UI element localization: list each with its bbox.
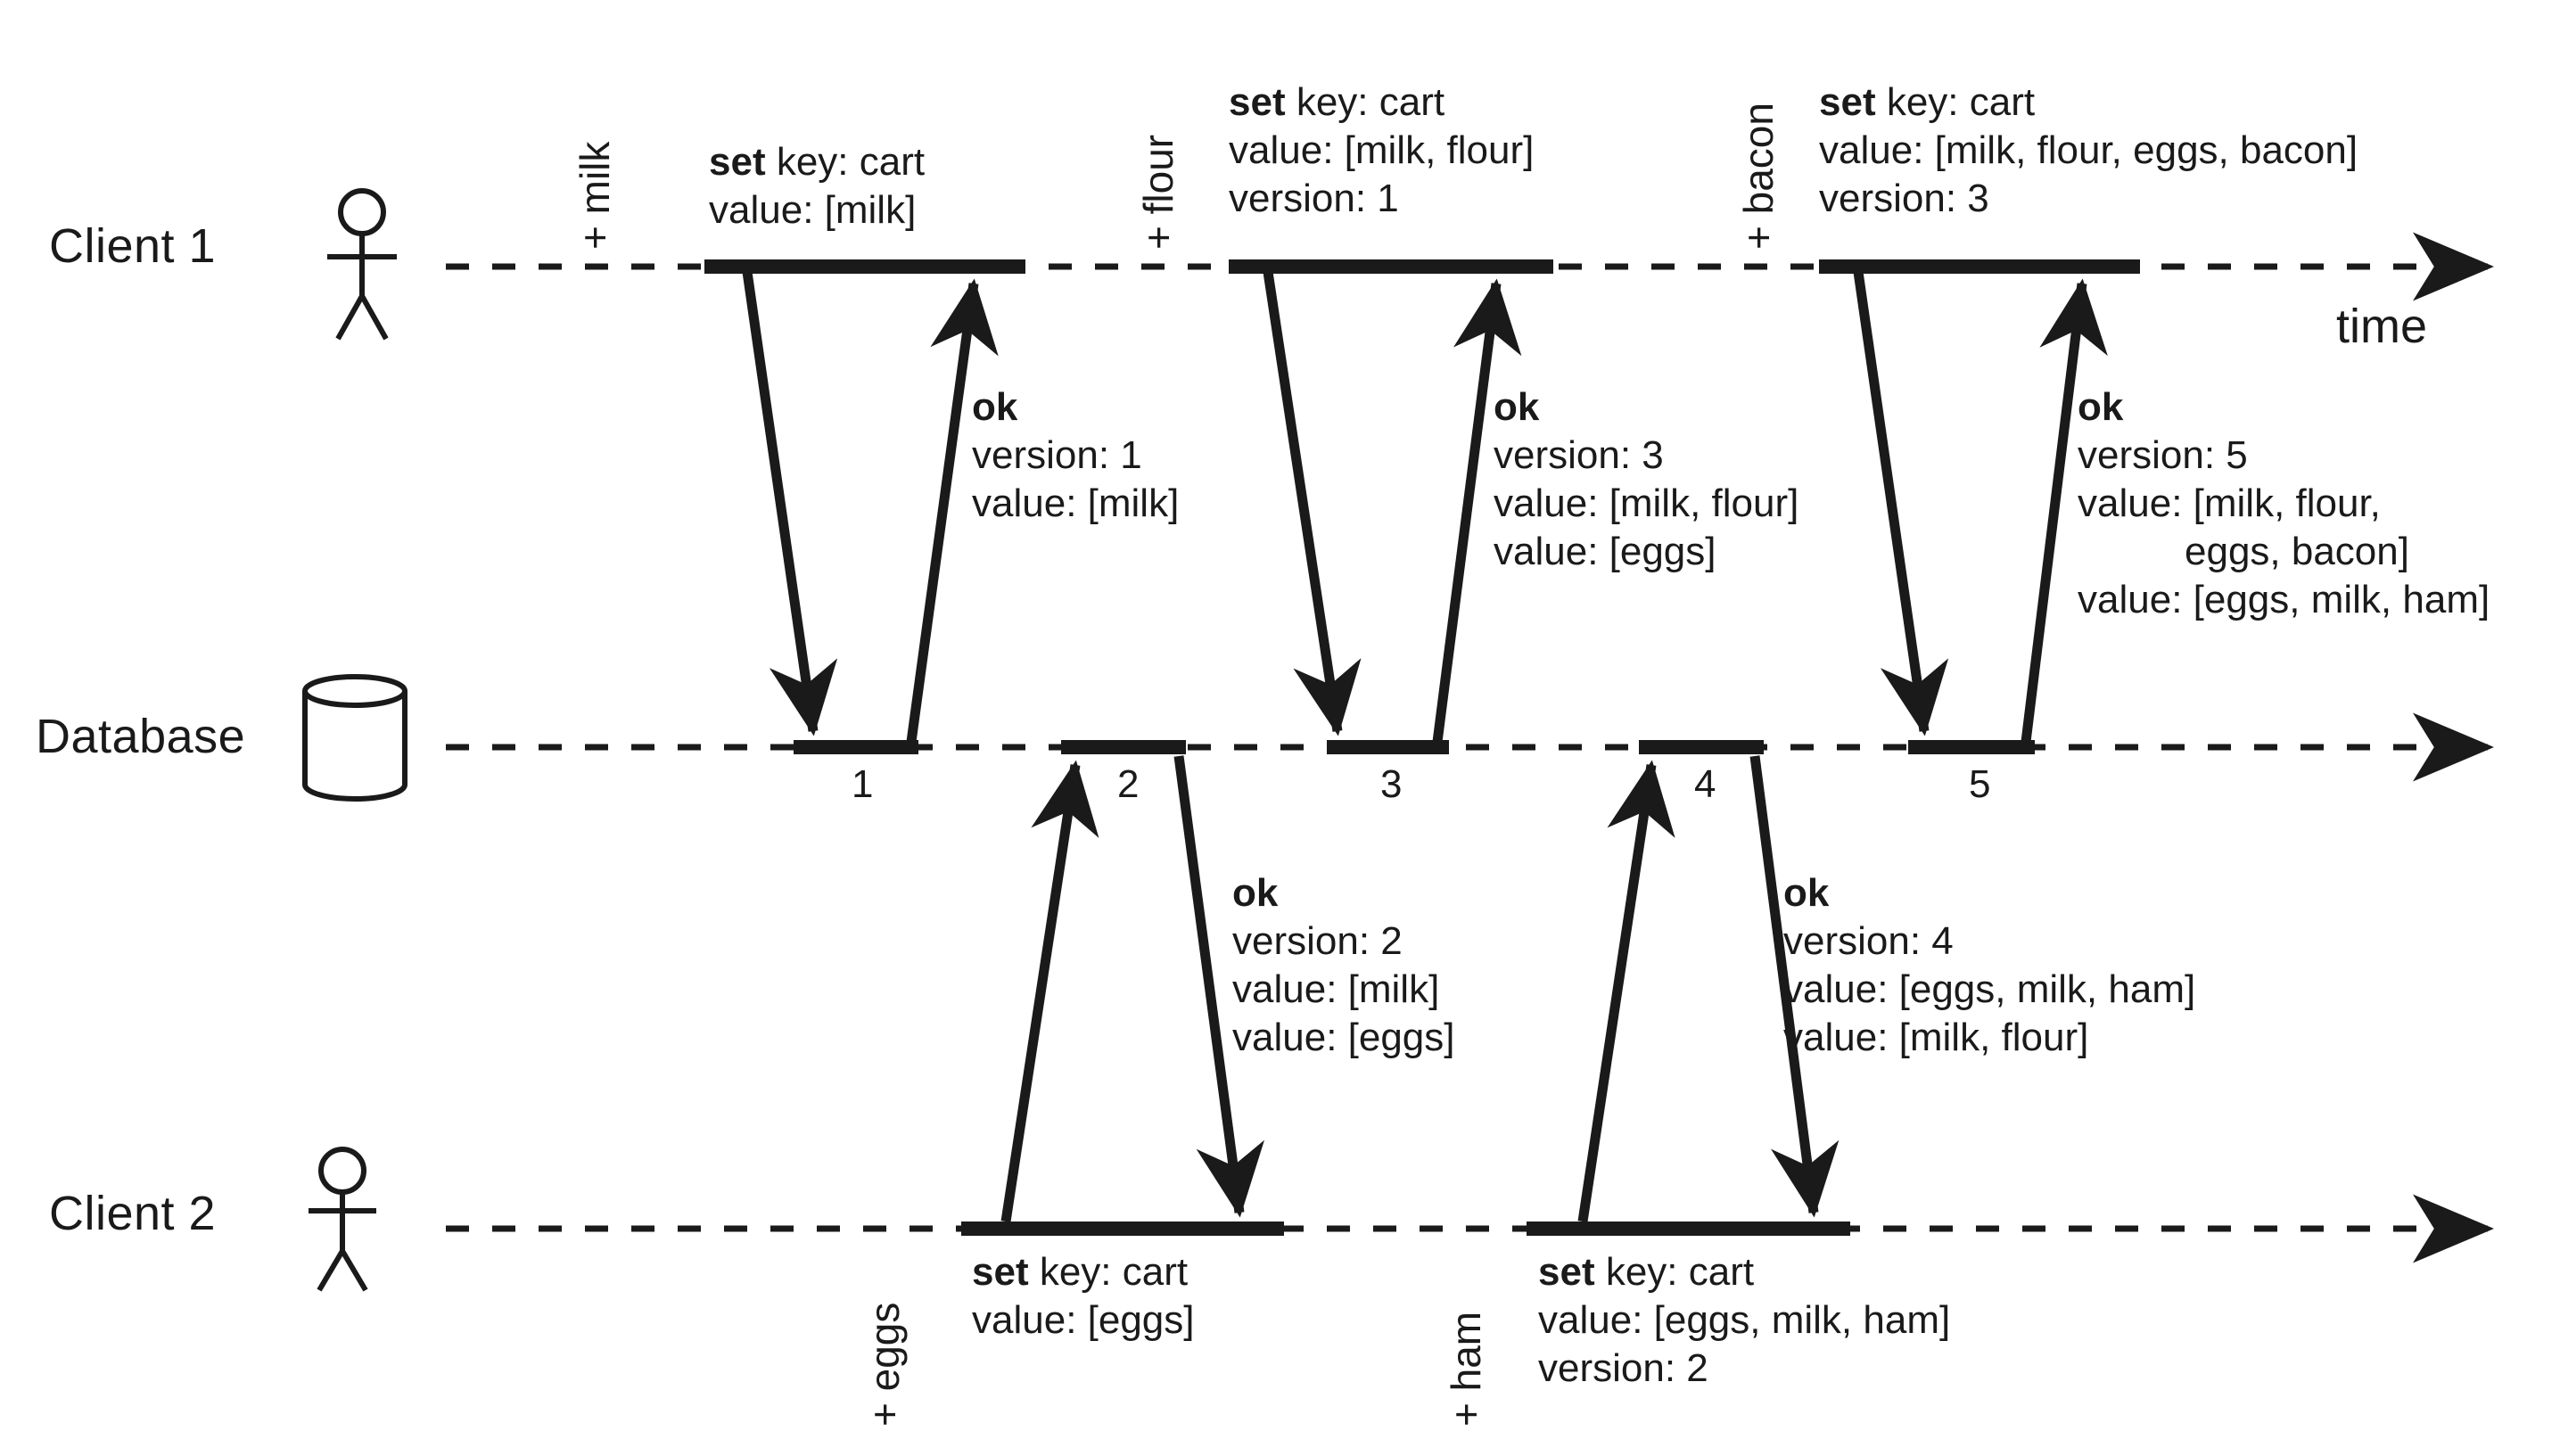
response-line: value: [milk, flour, [2078,481,2381,526]
request-line: value: [eggs] [972,1298,1195,1343]
message-arrow-c1-to-db-1 [742,271,838,736]
client2-request-2: set key: cart value: [eggs, milk, ham] v… [1538,1248,1950,1393]
lane-label-database: Database [36,710,246,763]
message-arrow-c1-to-db-2 [1263,271,1362,736]
response-line: eggs, bacon] [2185,530,2409,574]
client2-request-1: set key: cart value: [eggs] [972,1248,1195,1345]
response-line: value: [eggs, milk, ham] [1783,967,2196,1012]
lane-label-client1: Client 1 [49,219,217,273]
client2-response-1: ok version: 2 value: [milk] value: [eggs… [1232,869,1455,1062]
db-version-marker-4: 4 [1694,762,1716,806]
message-arrow-db-to-c1-2 [1432,278,1522,743]
stick-figure-icon-client1 [327,188,397,341]
keyword-set: set [1819,80,1876,124]
request-line: key: cart [1605,1250,1755,1294]
client2-response-2: ok version: 4 value: [eggs, milk, ham] v… [1783,869,2195,1062]
response-line: value: [milk] [1232,967,1440,1012]
response-line: value: [milk] [972,481,1180,526]
client1-action-label-flour: + flour [1135,134,1181,250]
keyword-set: set [1538,1250,1595,1294]
message-arrow-c2-to-db-1 [1000,760,1099,1222]
response-line: value: [milk, flour] [1783,1016,2089,1060]
client1-action-label-milk: + milk [572,141,618,250]
db-version-marker-1: 1 [852,762,874,806]
request-line: key: cart [1039,1250,1189,1294]
response-line: version: 5 [2078,433,2248,478]
request-line: version: 1 [1229,177,1399,221]
response-line: version: 2 [1232,919,1403,964]
request-line: key: cart [776,140,926,184]
client1-response-1: ok version: 1 value: [milk] [972,383,1179,528]
keyword-ok: ok [1783,871,1830,915]
keyword-ok: ok [1494,385,1540,429]
time-axis-label: time [2336,300,2428,353]
response-line: value: [milk, flour] [1494,481,1799,526]
keyword-ok: ok [2078,385,2124,429]
message-arrow-c2-to-db-2 [1577,760,1675,1222]
keyword-set: set [709,140,766,184]
request-line: value: [milk, flour] [1229,128,1535,173]
request-line: value: [milk, flour, eggs, bacon] [1819,128,2358,173]
response-line: version: 1 [972,433,1142,478]
client1-request-1: set key: cart value: [milk] [709,138,925,234]
message-arrow-db-to-c2-1 [1173,755,1265,1218]
client1-action-label-bacon: + bacon [1735,103,1782,250]
request-line: version: 3 [1819,177,1989,221]
request-line: key: cart [1296,80,1445,124]
response-line: version: 4 [1783,919,1954,964]
message-arrow-c1-to-db-3 [1853,271,1949,736]
request-line: value: [milk] [709,188,917,233]
request-line: key: cart [1886,80,2036,124]
db-version-marker-3: 3 [1380,762,1403,806]
stick-figure-icon-client2 [309,1147,376,1292]
response-line: version: 3 [1494,433,1664,478]
client1-response-3: ok version: 5 value: [milk, flour, eggs,… [2078,383,2490,625]
client2-action-label-ham: + ham [1443,1311,1489,1427]
request-line: version: 2 [1538,1346,1708,1391]
keyword-ok: ok [1232,871,1279,915]
response-line: value: [eggs] [1232,1016,1455,1060]
db-version-marker-5: 5 [1969,762,1991,806]
response-line: value: [eggs] [1494,530,1716,574]
request-line: value: [eggs, milk, ham] [1538,1298,1951,1343]
keyword-set: set [1229,80,1286,124]
client1-request-2: set key: cart value: [milk, flour] versi… [1229,78,1534,223]
client2-action-label-eggs: + eggs [861,1302,908,1427]
keyword-ok: ok [972,385,1018,429]
client1-request-3: set key: cart value: [milk, flour, eggs,… [1819,78,2358,223]
client1-response-2: ok version: 3 value: [milk, flour] value… [1494,383,1798,576]
lane-label-client2: Client 2 [49,1187,217,1240]
response-line: value: [eggs, milk, ham] [2078,578,2490,622]
keyword-set: set [972,1250,1029,1294]
db-version-marker-2: 2 [1117,762,1140,806]
database-cylinder-icon [302,674,407,802]
message-arrow-db-to-c1-3 [2021,278,2108,743]
message-arrow-db-to-c1-1 [906,278,999,743]
